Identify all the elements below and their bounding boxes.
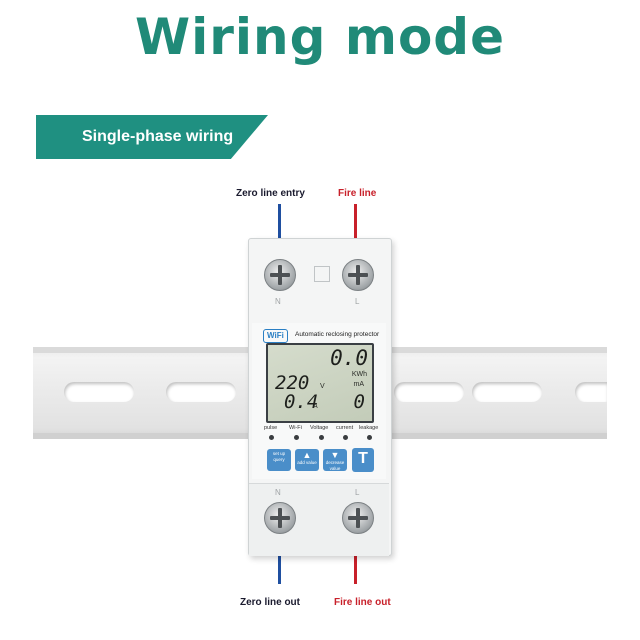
leakage-unit: mA [353, 381, 365, 388]
energy-unit: KWh [351, 371, 367, 378]
energy-readout: 0.0 [330, 346, 368, 370]
voltage-led [319, 435, 324, 440]
rail-slot [575, 382, 607, 402]
rail-slot [472, 382, 542, 402]
page-title: Wiring mode [134, 8, 506, 66]
bottom-right-terminal-screw [342, 502, 374, 534]
rail-slot [166, 382, 236, 402]
indicator-label-pulse: pulse [264, 425, 278, 431]
reclosing-protector-device: N L WiFi Automatic reclosing protector 0… [248, 238, 392, 556]
add-value-label: add value [297, 460, 317, 465]
decrease-value-label: decrease value [325, 460, 345, 471]
device-lower-housing: N L [249, 483, 389, 556]
top-left-terminal-screw [264, 259, 296, 291]
device-name: Automatic reclosing protector [295, 331, 380, 338]
zero-line-entry-wire [278, 204, 281, 244]
terminal-bottom-left-mark: N [275, 488, 281, 497]
indicator-label-voltage: Voltage [310, 425, 329, 431]
housing-logo [314, 266, 330, 282]
leakage-led [367, 435, 372, 440]
terminal-bottom-right-mark: L [355, 488, 360, 497]
rail-slot [64, 382, 134, 402]
wifi-led [294, 435, 299, 440]
set-query-button[interactable]: set up query [267, 449, 291, 471]
pulse-led [269, 435, 274, 440]
fire-line-out-wire [354, 548, 357, 584]
voltage-unit: V [320, 383, 325, 390]
top-right-terminal-screw [342, 259, 374, 291]
voltage-readout: 220 [275, 372, 310, 394]
indicator-label-current: current [336, 425, 354, 431]
add-value-button[interactable]: ▲ add value [295, 449, 319, 471]
indicator-label-leakage: leakage [359, 425, 379, 431]
fire-line-wire [354, 204, 357, 244]
bottom-left-terminal-screw [264, 502, 296, 534]
fire-line-out-label: Fire line out [334, 597, 391, 608]
wifi-badge: WiFi [263, 329, 288, 343]
fire-line-label: Fire line [338, 188, 377, 199]
current-readout: 0.4 [284, 391, 319, 413]
indicator-label-wifi: Wi-Fi [289, 425, 302, 431]
set-query-label: set up query [272, 451, 286, 462]
banner-label: Single-phase wiring [82, 128, 234, 145]
zero-line-out-label: Zero line out [240, 597, 300, 608]
test-button[interactable]: T [352, 448, 374, 472]
leakage-readout: 0 [353, 391, 365, 413]
current-unit: A [313, 403, 318, 410]
terminal-top-right-mark: L [355, 297, 360, 306]
lcd-display: 0.0 KWh 220 V mA 0.4 A 0 [266, 343, 374, 423]
wiring-type-banner: Single-phase wiring [36, 115, 268, 159]
triangle-down-icon: ▼ [330, 450, 340, 460]
rail-slot [394, 382, 464, 402]
triangle-up-icon: ▲ [302, 450, 312, 460]
decrease-value-button[interactable]: ▼ decrease value [323, 449, 347, 471]
zero-line-entry-label: Zero line entry [236, 188, 305, 199]
terminal-top-left-mark: N [275, 297, 281, 306]
current-led [343, 435, 348, 440]
zero-line-out-wire [278, 548, 281, 584]
